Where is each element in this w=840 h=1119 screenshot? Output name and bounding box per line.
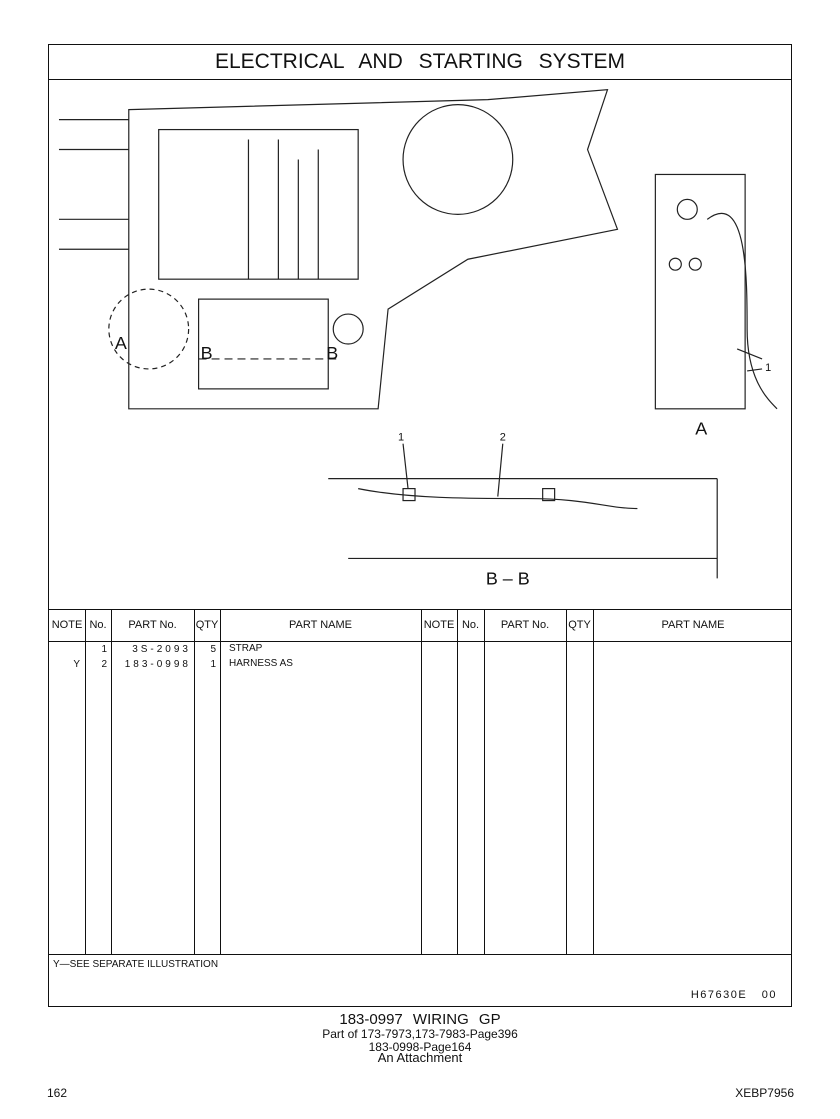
row-qty: 5 [210,644,216,655]
footnote: Y—SEE SEPARATE ILLUSTRATION [53,959,219,970]
callout-1-detail-a: 1 [765,362,771,374]
header-note-2: NOTE [423,619,455,631]
row-part-no: 3S-2093 [132,644,191,655]
wiring-illustration: A B B A 1 1 2 B – B [49,79,791,610]
header-qty-2: QTY [568,619,591,631]
header-no: No. [89,619,107,631]
row-note: Y [73,659,80,670]
parts-page-frame: ELECTRICAL AND STARTING SYSTEM A B B A 1… [48,44,792,1007]
detail-a-drawing [654,173,778,410]
row-no: 1 [101,644,107,655]
header-note: NOTE [51,619,83,631]
caption-title: 183-0997 WIRING GP [339,1011,501,1028]
view-b-label-left: B [201,343,213,363]
section-bb-drawing [328,368,763,579]
header-qty: QTY [195,619,219,631]
row-qty: 1 [210,659,216,670]
callout-2-section: 2 [500,432,506,444]
row-no: 2 [101,659,107,670]
table-header: NOTE No. PART No. QTY PART NAME NOTE No.… [49,609,791,642]
parts-table: NOTE No. PART No. QTY PART NAME NOTE No.… [49,609,791,955]
row-part-no: 183-0998 [124,659,191,670]
detail-a-label: A [695,419,707,439]
caption-line-2: 183-0998-Page164 [368,1040,472,1054]
view-b-label-right: B [326,343,338,363]
row-part-name: STRAP [229,643,263,654]
header-part-name-2: PART NAME [661,619,725,631]
illustration-code: H67630E 00 [690,989,777,1001]
header-part-no: PART No. [128,619,177,631]
callout-1-section: 1 [398,432,404,444]
section-bb-label: B – B [486,568,530,588]
header-part-no-2: PART No. [500,619,550,631]
caption-line-3: An Attachment [377,1050,463,1065]
view-a-label-left: A [115,333,127,353]
row-part-name: HARNESS AS [229,658,293,669]
document-id: XEBP7956 [735,1086,794,1100]
section-title: ELECTRICAL AND STARTING SYSTEM [49,45,791,80]
header-part-name: PART NAME [289,619,352,631]
header-no-2: No. [461,619,480,631]
caption-line-1: Part of 173-7973,173-7983-Page396 [322,1027,518,1041]
page-number: 162 [47,1086,68,1100]
